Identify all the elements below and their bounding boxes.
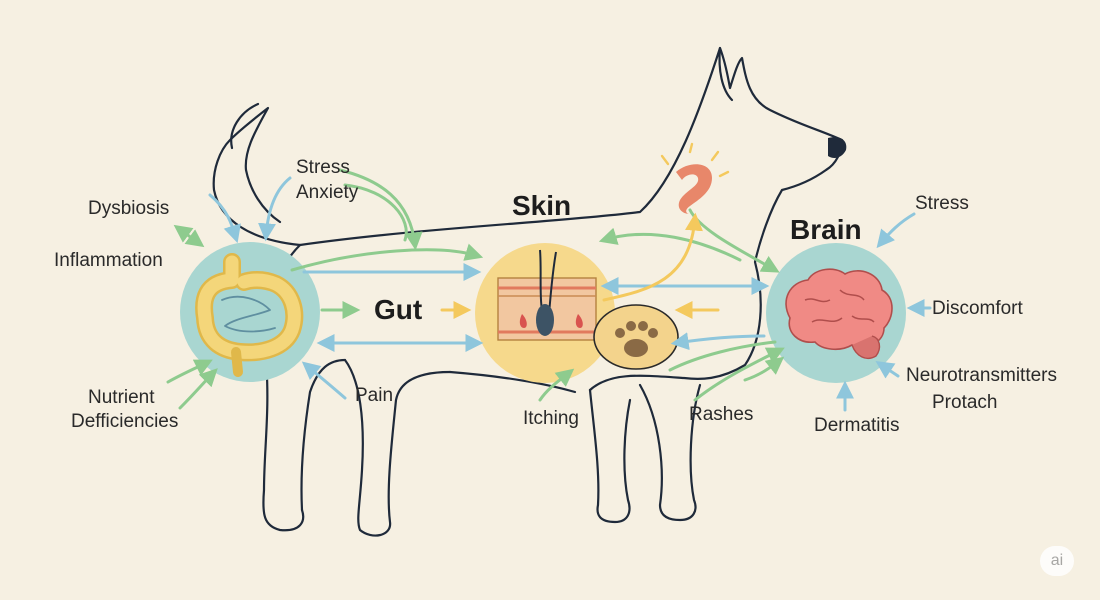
ai-badge: ai [1040,546,1074,576]
skin-layer-icon [497,249,597,341]
nose-icon [828,137,847,158]
paw-icon [593,304,679,370]
label-inflammation: Inflammation [54,250,163,271]
intestine-icon [195,253,304,377]
skin-title: Skin [512,190,572,221]
yellow-arrows [440,212,720,319]
label-deficiencies: Defficiencies [71,411,179,432]
brain-icon [785,268,893,360]
brain-title: Brain [790,214,862,245]
label-discomfort: Discomfort [932,298,1023,319]
label-stress-right: Stress [915,193,969,214]
label-neurotransmitters: Neurotransmitters [906,365,1057,386]
label-rashes: Rashes [689,404,754,425]
label-itching: Itching [523,408,579,429]
stomach-icon [660,142,730,214]
label-anxiety: Anxiety [296,182,359,203]
blue-arrows [208,176,932,412]
label-pain: Pain [355,385,394,406]
gut-title: Gut [374,294,423,325]
label-dermatitis: Dermatitis [814,415,900,436]
label-stress-top: Stress [296,157,350,178]
label-dysbiosis: Dysbiosis [88,198,170,219]
label-protach: Protach [932,392,998,413]
label-nutrient: Nutrient [88,387,155,408]
